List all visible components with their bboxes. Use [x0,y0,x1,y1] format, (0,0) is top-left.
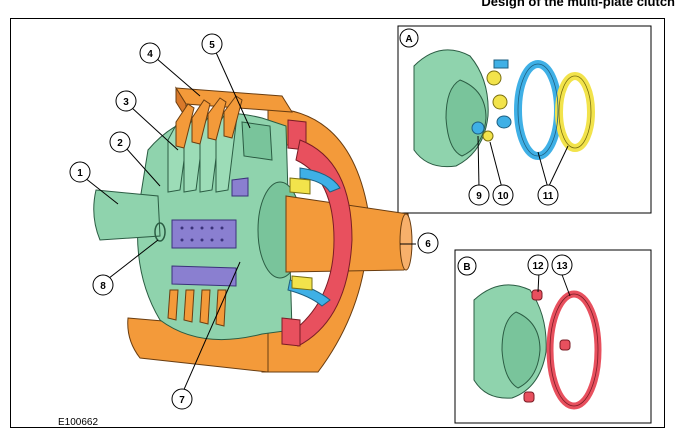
figure-id: E100662 [58,417,99,428]
inset-b-label: B [457,256,477,276]
svg-text:12: 12 [532,261,544,272]
callout-7: 7 [171,388,193,410]
piston-ring-bottom [281,317,301,347]
callouts: 1 2 3 4 5 6 7 8 9 10 11 12 13 [69,33,573,410]
svg-text:B: B [463,262,470,273]
inset-a-parts [413,49,595,168]
inset-a-seal-blue-mid [496,115,512,129]
svg-text:6: 6 [425,239,431,250]
svg-text:2: 2 [117,138,123,149]
inset-a-label: A [399,28,419,48]
spring-dots [180,226,224,242]
inset-b-seal-red-mid [559,339,571,351]
callout-4: 4 [139,42,161,64]
svg-text:4: 4 [147,49,153,60]
callout-12: 12 [527,254,549,276]
spring-block-top [231,177,249,197]
input-shaft [93,189,161,241]
seal-yellow-bottom [291,275,313,291]
inset-b-carrier-face [501,311,541,389]
callout-10: 10 [492,184,514,206]
callout-13: 13 [551,254,573,276]
snap-ring [154,222,166,242]
svg-text:7: 7 [179,395,185,406]
seal-yellow-top [289,177,311,195]
svg-text:3: 3 [123,97,129,108]
friction-plates-top [175,95,243,149]
seal-blue-top [299,167,341,193]
svg-text:1: 1 [77,168,83,179]
svg-text:8: 8 [100,281,106,292]
inset-a-seal-blue-small [493,59,509,69]
clutch-assembly [93,86,413,373]
inset-b-parts [473,284,602,410]
inset-a-carrier-face [445,79,487,157]
callout-6: 6 [417,232,439,254]
inset-letters: A B [399,28,477,276]
svg-text:11: 11 [543,191,554,202]
output-shaft-end [399,213,413,271]
inset-a-seal-yellow-small [486,70,502,86]
callout-1: 1 [69,161,91,183]
spring-lower [171,265,237,287]
page-title: Design of the multi-plate clutch [481,0,675,9]
svg-text:9: 9 [476,191,482,202]
svg-text:A: A [405,34,412,45]
inset-a-oring-9 [471,121,485,135]
callout-11: 11 [537,184,559,206]
inset-a-seal-yellow-mid [492,94,508,110]
return-springs [171,219,237,249]
callout-3: 3 [115,90,137,112]
callout-9: 9 [468,184,490,206]
svg-text:13: 13 [556,261,568,272]
callout-8: 8 [92,274,114,296]
callout-2: 2 [109,131,131,153]
inset-b-seal-12 [531,289,543,301]
figure-frame [10,18,665,428]
callout-5: 5 [201,33,223,55]
inset-b-seal-red-bottom [523,391,535,403]
piston [241,121,273,161]
svg-text:10: 10 [497,191,509,202]
svg-text:5: 5 [209,40,215,51]
inset-a-oring-10 [482,130,494,142]
